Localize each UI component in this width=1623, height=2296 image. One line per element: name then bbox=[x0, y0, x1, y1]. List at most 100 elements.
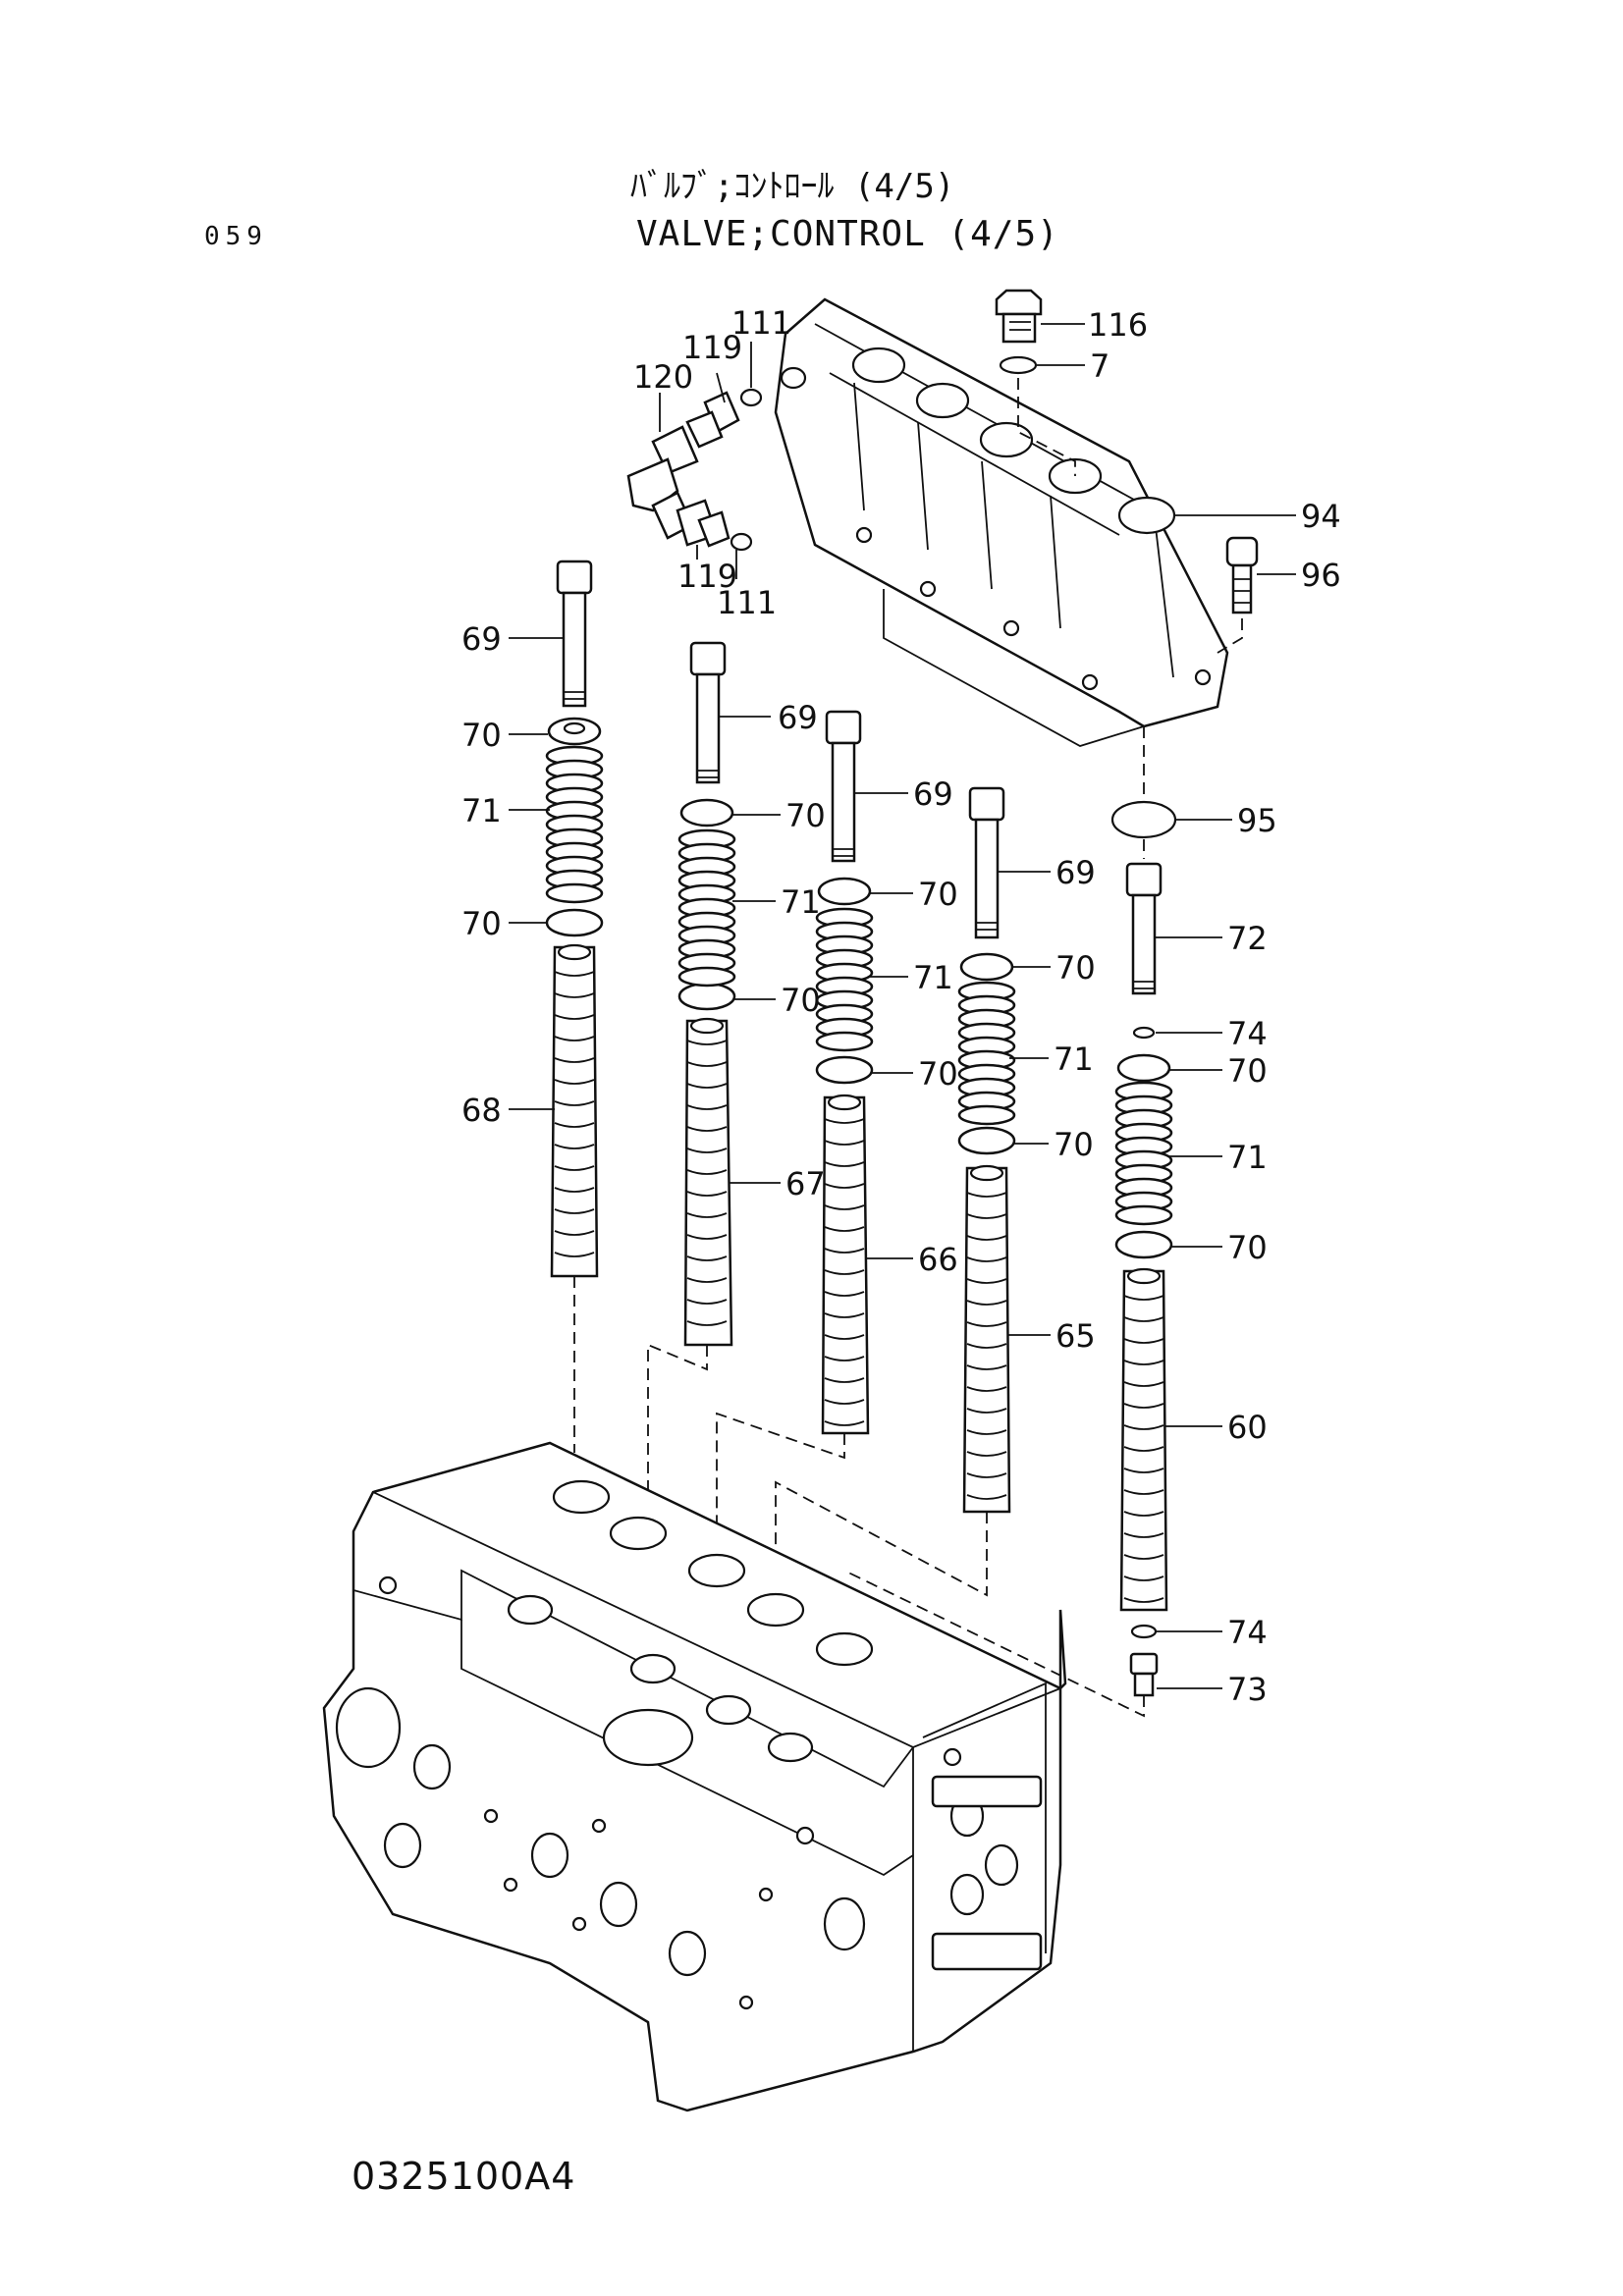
socket-bolt-96 bbox=[1225, 536, 1259, 614]
spool-land bbox=[554, 1208, 595, 1214]
callout-70-col1-top: 70 bbox=[461, 717, 502, 754]
spool-land bbox=[824, 1183, 865, 1189]
spool-land bbox=[824, 1118, 865, 1124]
spool-land bbox=[686, 1234, 728, 1240]
spool-land bbox=[1123, 1360, 1164, 1365]
spool-land bbox=[966, 1429, 1007, 1435]
spool-land bbox=[966, 1343, 1007, 1349]
callout-67: 67 bbox=[785, 1165, 826, 1202]
spool-land bbox=[824, 1291, 865, 1297]
spool-land bbox=[686, 1212, 728, 1218]
callout-60: 60 bbox=[1227, 1409, 1268, 1446]
spool-land bbox=[966, 1278, 1007, 1284]
callout-74-top: 74 bbox=[1227, 1015, 1268, 1052]
callout-119-top: 119 bbox=[682, 329, 742, 366]
spool-land bbox=[554, 1100, 595, 1106]
callout-70-col1-bottom: 70 bbox=[461, 905, 502, 942]
spool-land bbox=[1123, 1424, 1164, 1430]
drawing-code: 0325100A4 bbox=[352, 2155, 576, 2198]
spool-land bbox=[1123, 1316, 1164, 1322]
callout-111-top: 111 bbox=[731, 304, 791, 342]
spool-land bbox=[824, 1312, 865, 1318]
callout-71-col5: 71 bbox=[1227, 1139, 1268, 1176]
callout-95: 95 bbox=[1237, 802, 1277, 839]
callout-120: 120 bbox=[633, 358, 693, 396]
spool-land bbox=[554, 1014, 595, 1020]
callout-69-col3: 69 bbox=[913, 775, 953, 813]
spool-land bbox=[966, 1472, 1007, 1478]
callout-71-col1: 71 bbox=[461, 792, 502, 829]
spool-land bbox=[966, 1213, 1007, 1219]
callout-116: 116 bbox=[1088, 306, 1148, 344]
callout-119-bottom: 119 bbox=[677, 558, 737, 595]
spool-land bbox=[554, 1252, 595, 1257]
spool-land bbox=[824, 1334, 865, 1340]
spool-land bbox=[554, 1187, 595, 1193]
spool-land bbox=[554, 1230, 595, 1236]
fitting-assembly bbox=[626, 366, 807, 552]
spool-land bbox=[686, 1148, 728, 1153]
spool-land bbox=[686, 1083, 728, 1089]
spool-land bbox=[1123, 1403, 1164, 1409]
spool-land bbox=[1123, 1381, 1164, 1387]
spool-land bbox=[966, 1321, 1007, 1327]
o-ring-95 bbox=[1110, 800, 1177, 839]
spool-land bbox=[824, 1377, 865, 1383]
spool-land bbox=[824, 1356, 865, 1362]
spool-land bbox=[1123, 1532, 1164, 1538]
spool-land bbox=[824, 1420, 865, 1426]
spool-land bbox=[686, 1040, 728, 1045]
spool-land bbox=[686, 1320, 728, 1326]
callout-70-col5-top: 70 bbox=[1227, 1052, 1268, 1090]
callout-69-col1: 69 bbox=[461, 620, 502, 658]
spool-land bbox=[554, 971, 595, 977]
spool-land bbox=[554, 1144, 595, 1149]
spool-land bbox=[1123, 1338, 1164, 1344]
spool-land bbox=[1123, 1489, 1164, 1495]
callout-69-col4: 69 bbox=[1055, 854, 1096, 891]
spool-land bbox=[686, 1191, 728, 1197]
spool-column-60 bbox=[843, 862, 1173, 1718]
spool-land bbox=[824, 1161, 865, 1167]
callout-70-col3-bottom: 70 bbox=[918, 1055, 958, 1093]
spool-land bbox=[1123, 1446, 1164, 1452]
spool-land bbox=[966, 1300, 1007, 1306]
spool-land bbox=[686, 1277, 728, 1283]
spool-land bbox=[1123, 1295, 1164, 1301]
callout-69-col2: 69 bbox=[778, 699, 818, 736]
spool-land bbox=[1123, 1511, 1164, 1517]
spool-column-67 bbox=[647, 641, 736, 1512]
spool-land bbox=[554, 1122, 595, 1128]
spool-land bbox=[554, 1079, 595, 1085]
spool-land bbox=[686, 1104, 728, 1110]
spring-coil bbox=[545, 882, 604, 904]
callout-96: 96 bbox=[1301, 557, 1341, 594]
spool-land bbox=[966, 1451, 1007, 1457]
spool-lands bbox=[554, 971, 1164, 1603]
spool-land bbox=[1123, 1597, 1164, 1603]
callout-73: 73 bbox=[1227, 1671, 1268, 1708]
callout-70-col4-top: 70 bbox=[1055, 949, 1096, 987]
spool-column-68 bbox=[545, 560, 604, 1453]
spool-land bbox=[554, 1165, 595, 1171]
spring-coil bbox=[815, 1031, 874, 1052]
spool-column-66 bbox=[716, 710, 874, 1531]
callout-74-bottom: 74 bbox=[1227, 1614, 1268, 1651]
callout-94: 94 bbox=[1301, 498, 1341, 535]
spool-land bbox=[966, 1494, 1007, 1500]
callout-labels: 116 7 94 96 95 111 119 120 119 111 69 70… bbox=[461, 304, 1341, 1708]
page-number: 059 bbox=[204, 222, 268, 251]
callout-72: 72 bbox=[1227, 920, 1268, 957]
spool-land bbox=[554, 1036, 595, 1041]
spool-land bbox=[1123, 1554, 1164, 1560]
title-english: VALVE;CONTROL (4/5) bbox=[636, 214, 1059, 254]
spool-land bbox=[824, 1204, 865, 1210]
spool-land bbox=[686, 1299, 728, 1305]
callout-71-col4: 71 bbox=[1054, 1041, 1094, 1078]
spool-land bbox=[824, 1399, 865, 1405]
callout-68: 68 bbox=[461, 1092, 502, 1129]
valve-body bbox=[322, 1441, 1067, 2112]
callout-70-col3-top: 70 bbox=[918, 876, 958, 913]
callout-65: 65 bbox=[1055, 1317, 1096, 1355]
spool-land bbox=[554, 992, 595, 998]
